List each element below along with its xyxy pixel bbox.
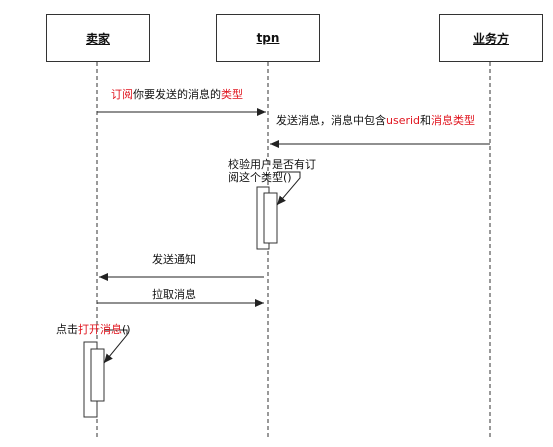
message-send-part1: 发送消息，消息中包含 [276, 114, 386, 127]
message-notify: 发送通知 [152, 253, 196, 267]
participant-tpn: tpn [216, 14, 320, 62]
message-send-part3: 和 [420, 114, 432, 127]
participant-business: 业务方 [439, 14, 543, 62]
participant-seller-label: 卖家 [85, 31, 110, 46]
activation-tpn-inner [263, 192, 278, 244]
message-open-part3: () [122, 323, 131, 336]
message-send-part4: 消息类型 [431, 114, 476, 127]
message-open-part1: 点击 [56, 323, 78, 336]
message-subscribe-part3: 类型 [221, 88, 243, 101]
activation-seller-inner [90, 348, 105, 402]
message-subscribe-part2: 你要发送的消息的 [133, 88, 221, 101]
message-subscribe-part1: 订阅 [111, 88, 133, 101]
message-open: 点击打开消息() [56, 323, 131, 337]
message-pull-text: 拉取消息 [152, 288, 196, 301]
message-send-part2: userid [386, 114, 421, 127]
participant-tpn-label: tpn [256, 31, 280, 45]
message-notify-text: 发送通知 [152, 253, 196, 266]
message-send: 发送消息，消息中包含userid和消息类型 [276, 114, 475, 128]
participant-seller: 卖家 [46, 14, 150, 62]
message-open-part2: 打开消息 [78, 323, 122, 336]
participant-business-label: 业务方 [472, 31, 509, 46]
message-pull: 拉取消息 [152, 288, 196, 302]
arrow-self-open [103, 329, 128, 364]
arrow-self-check [276, 171, 301, 206]
message-check-subscription: 校验用户是否有订阅这个类型() [228, 158, 316, 184]
message-subscribe: 订阅你要发送的消息的类型 [111, 88, 243, 102]
